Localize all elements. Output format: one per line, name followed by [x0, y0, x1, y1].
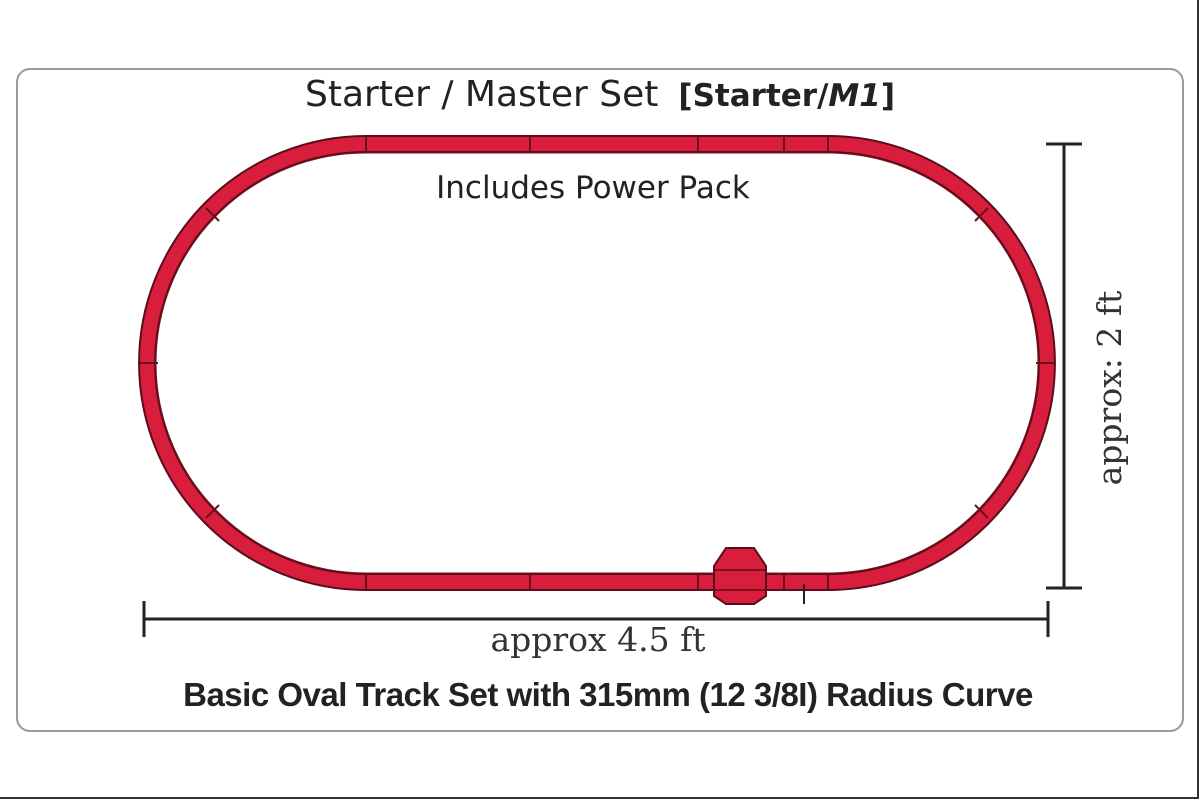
title-code-bracket-open: [ [678, 78, 693, 114]
oval-track [138, 135, 1056, 605]
title-main: Starter / Master Set [305, 74, 659, 115]
diagram-panel [16, 68, 1184, 732]
track-rail [140, 137, 1054, 589]
joint [974, 504, 989, 519]
includes-power-pack-label: Includes Power Pack [436, 170, 750, 206]
height-label: approx: 2 ft [1090, 290, 1129, 486]
power-connector-icon [713, 547, 805, 605]
track-outer-outline [138, 135, 1056, 591]
track-inner-edge [155, 152, 1039, 574]
height-dimension [1046, 142, 1082, 590]
title-code: [Starter/M1] [678, 78, 895, 114]
width-label: approx 4.5 ft [490, 620, 706, 659]
joint [974, 207, 989, 222]
title-code-model: M1 [828, 78, 881, 114]
joint [205, 207, 220, 222]
diagram-title: Starter / Master Set [Starter/M1] [0, 74, 1200, 115]
title-code-bracket-close: ] [880, 78, 895, 114]
diagram-caption: Basic Oval Track Set with 315mm (12 3/8I… [183, 676, 1033, 713]
width-dimension [142, 601, 1050, 637]
track-joints [140, 136, 1054, 590]
title-code-prefix: Starter/ [692, 78, 829, 114]
joint [205, 504, 220, 519]
